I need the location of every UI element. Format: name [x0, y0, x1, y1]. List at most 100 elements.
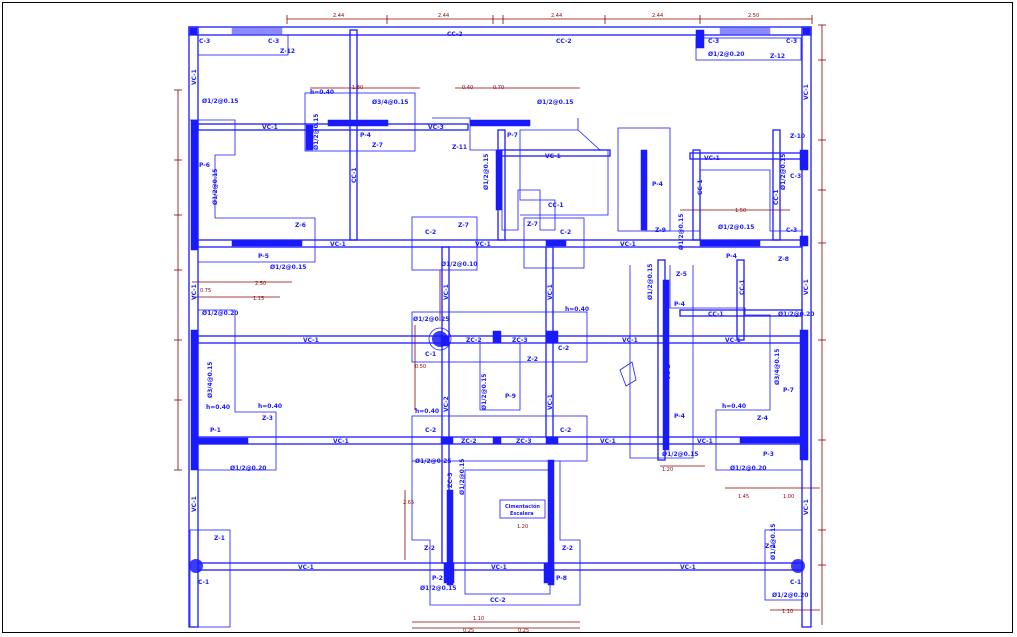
rebar-label-10: Ø1/2@0.20: [778, 311, 814, 318]
dim-110: 1.10: [782, 609, 793, 615]
beam-vc1-g: VC-1: [303, 337, 319, 344]
dim-025-a: 0.25: [463, 628, 474, 634]
footing-z11: Z-11: [452, 144, 467, 151]
rebar-strips: [190, 119, 809, 586]
beam-vc1-v3: VC-1: [191, 496, 198, 512]
rebar-h-5: h=0.40: [310, 89, 334, 96]
dim-100: 1.00: [783, 494, 794, 500]
footing-z12-b: Z-12: [770, 53, 785, 60]
plate-p8: P-8: [556, 575, 567, 582]
plate-p1: P-1: [210, 427, 221, 434]
rebar-label-4: Ø1/2@0.20: [708, 51, 744, 58]
beam-vc1-o: VC-1: [680, 564, 696, 571]
plate-p7: P-7: [507, 132, 518, 139]
stair-note-box: [499, 499, 546, 519]
footing-z4: Z-4: [757, 415, 768, 422]
col-c1-a: C-1: [425, 351, 436, 358]
rebar-label-11: Ø1/2@0.20: [230, 465, 266, 472]
footing-z3: Z-3: [262, 415, 273, 422]
beam-vc1-v7: VC-1: [443, 284, 450, 300]
rebar-label-1: Ø1/2@0.15: [202, 98, 238, 105]
col-c2-b: C-2: [560, 229, 571, 236]
rebar-label-3: Ø1/2@0.15: [537, 99, 573, 106]
rebar-label-12: Ø1/2@0.25: [415, 458, 451, 465]
col-c2-c: C-2: [558, 345, 569, 352]
col-c2-e: C-2: [560, 427, 571, 434]
footing-z2-b: Z-2: [424, 545, 435, 552]
beam-vc1-l: VC-1: [697, 438, 713, 445]
dim-180: 1.80: [352, 85, 363, 91]
rebar-label-14: Ø1/2@0.20: [730, 465, 766, 472]
beam-vc1-f: VC-1: [620, 241, 636, 248]
col-c3-tr: C-3: [708, 38, 719, 45]
col-c3-tr2: C-3: [786, 38, 797, 45]
rebar-v10: Ø1/2@0.15: [678, 214, 685, 250]
rebar-h-1: h=0.40: [206, 404, 230, 411]
footing-z2-c: Z-2: [562, 545, 573, 552]
vertical-labels: VC-1 VC-1 VC-1 VC-1 VC-1 VC-1 CC-1 VC-1 …: [191, 69, 810, 560]
beam-vc1-v4: VC-1: [803, 84, 810, 100]
beam-vc1-h: VC-1: [622, 337, 638, 344]
footing-z9: Z-9: [655, 227, 666, 234]
footing-z8: Z-8: [778, 256, 789, 263]
dimension-lines: [174, 15, 826, 629]
beam-cc1-right: CC-1: [708, 311, 724, 318]
beam-zc3-b: ZC-3: [516, 438, 532, 445]
dim-top-1: 2.44: [333, 13, 344, 19]
beam-vc1-c: VC-1: [704, 155, 720, 162]
col-c2-d: C-2: [425, 427, 436, 434]
dim-025-b: 0.25: [518, 628, 529, 634]
col-c2-a: C-2: [425, 229, 436, 236]
rebar-label-2: Ø3/4@0.15: [372, 99, 408, 106]
rebar-label-16: Ø1/2@0.20: [772, 592, 808, 599]
beam-zc3-v: ZC-3: [447, 472, 454, 488]
col-c3-r: C-3: [790, 173, 801, 180]
rebar-h-3: h=0.40: [722, 403, 746, 410]
beam-cc2-bottom: CC-2: [490, 597, 506, 604]
beam-vc1-n: VC-1: [491, 564, 507, 571]
plate-p5: P-5: [258, 253, 269, 260]
plate-p3: P-3: [763, 451, 774, 458]
col-c3-r2: C-3: [786, 227, 797, 234]
dim-250: 2.50: [255, 281, 266, 287]
rebar-v2: Ø1/2@0.15: [313, 114, 320, 150]
plate-p4-c: P-4: [726, 253, 737, 260]
plate-p7-b: P-7: [783, 387, 794, 394]
plate-p4-e: P-4: [674, 413, 685, 420]
col-c1-b: C-1: [198, 579, 209, 586]
footing-z7-a: Z-7: [372, 142, 383, 149]
rebar-h-2: h=0.40: [258, 403, 282, 410]
rebar-v5: Ø1/2@0.15: [481, 374, 488, 410]
plate-p6: P-6: [199, 162, 210, 169]
col-c1-c: C-1: [790, 579, 801, 586]
dim-115: 1.15: [253, 296, 264, 302]
footing-z1-a: Z-1: [214, 535, 225, 542]
labels: 2.44 2.44 2.44 2.44 2.50 CC-2 CC-2 VC-1 …: [198, 13, 814, 634]
footing-z6: Z-6: [295, 222, 306, 229]
dim-120-stair: 1.20: [517, 524, 528, 530]
rebar-v7: Ø3/4@0.15: [774, 349, 781, 385]
beam-vc1-e: VC-1: [475, 241, 491, 248]
rebar-v3: Ø1/2@0.15: [483, 154, 490, 190]
beam-vc1-m: VC-1: [298, 564, 314, 571]
footings: [189, 34, 803, 628]
beam-vc2-v2: VC-2: [665, 364, 672, 380]
beam-vc1-j: VC-1: [333, 438, 349, 445]
dim-top-4: 2.44: [652, 13, 663, 19]
col-c3-tl: C-3: [199, 38, 210, 45]
rebar-label-9: Ø1/2@0.25: [413, 316, 449, 323]
beam-vc1-v9: VC-1: [547, 394, 554, 410]
beam-vc1-i: VC-1: [725, 337, 741, 344]
beam-zc2-b: ZC-2: [461, 438, 477, 445]
rebar-h-4: h=0.40: [415, 408, 439, 415]
dim-070: 0.70: [493, 85, 504, 91]
dim-120: 1.20: [662, 467, 673, 473]
footing-z2-a: Z-2: [527, 356, 538, 363]
rebar-label-7: Ø1/2@0.15: [718, 224, 754, 231]
beam-vc1-d: VC-1: [330, 241, 346, 248]
plate-p4-b: P-4: [652, 181, 663, 188]
beam-vc1-a: VC-1: [262, 124, 278, 131]
footing-z7-b: Z-7: [458, 222, 469, 229]
